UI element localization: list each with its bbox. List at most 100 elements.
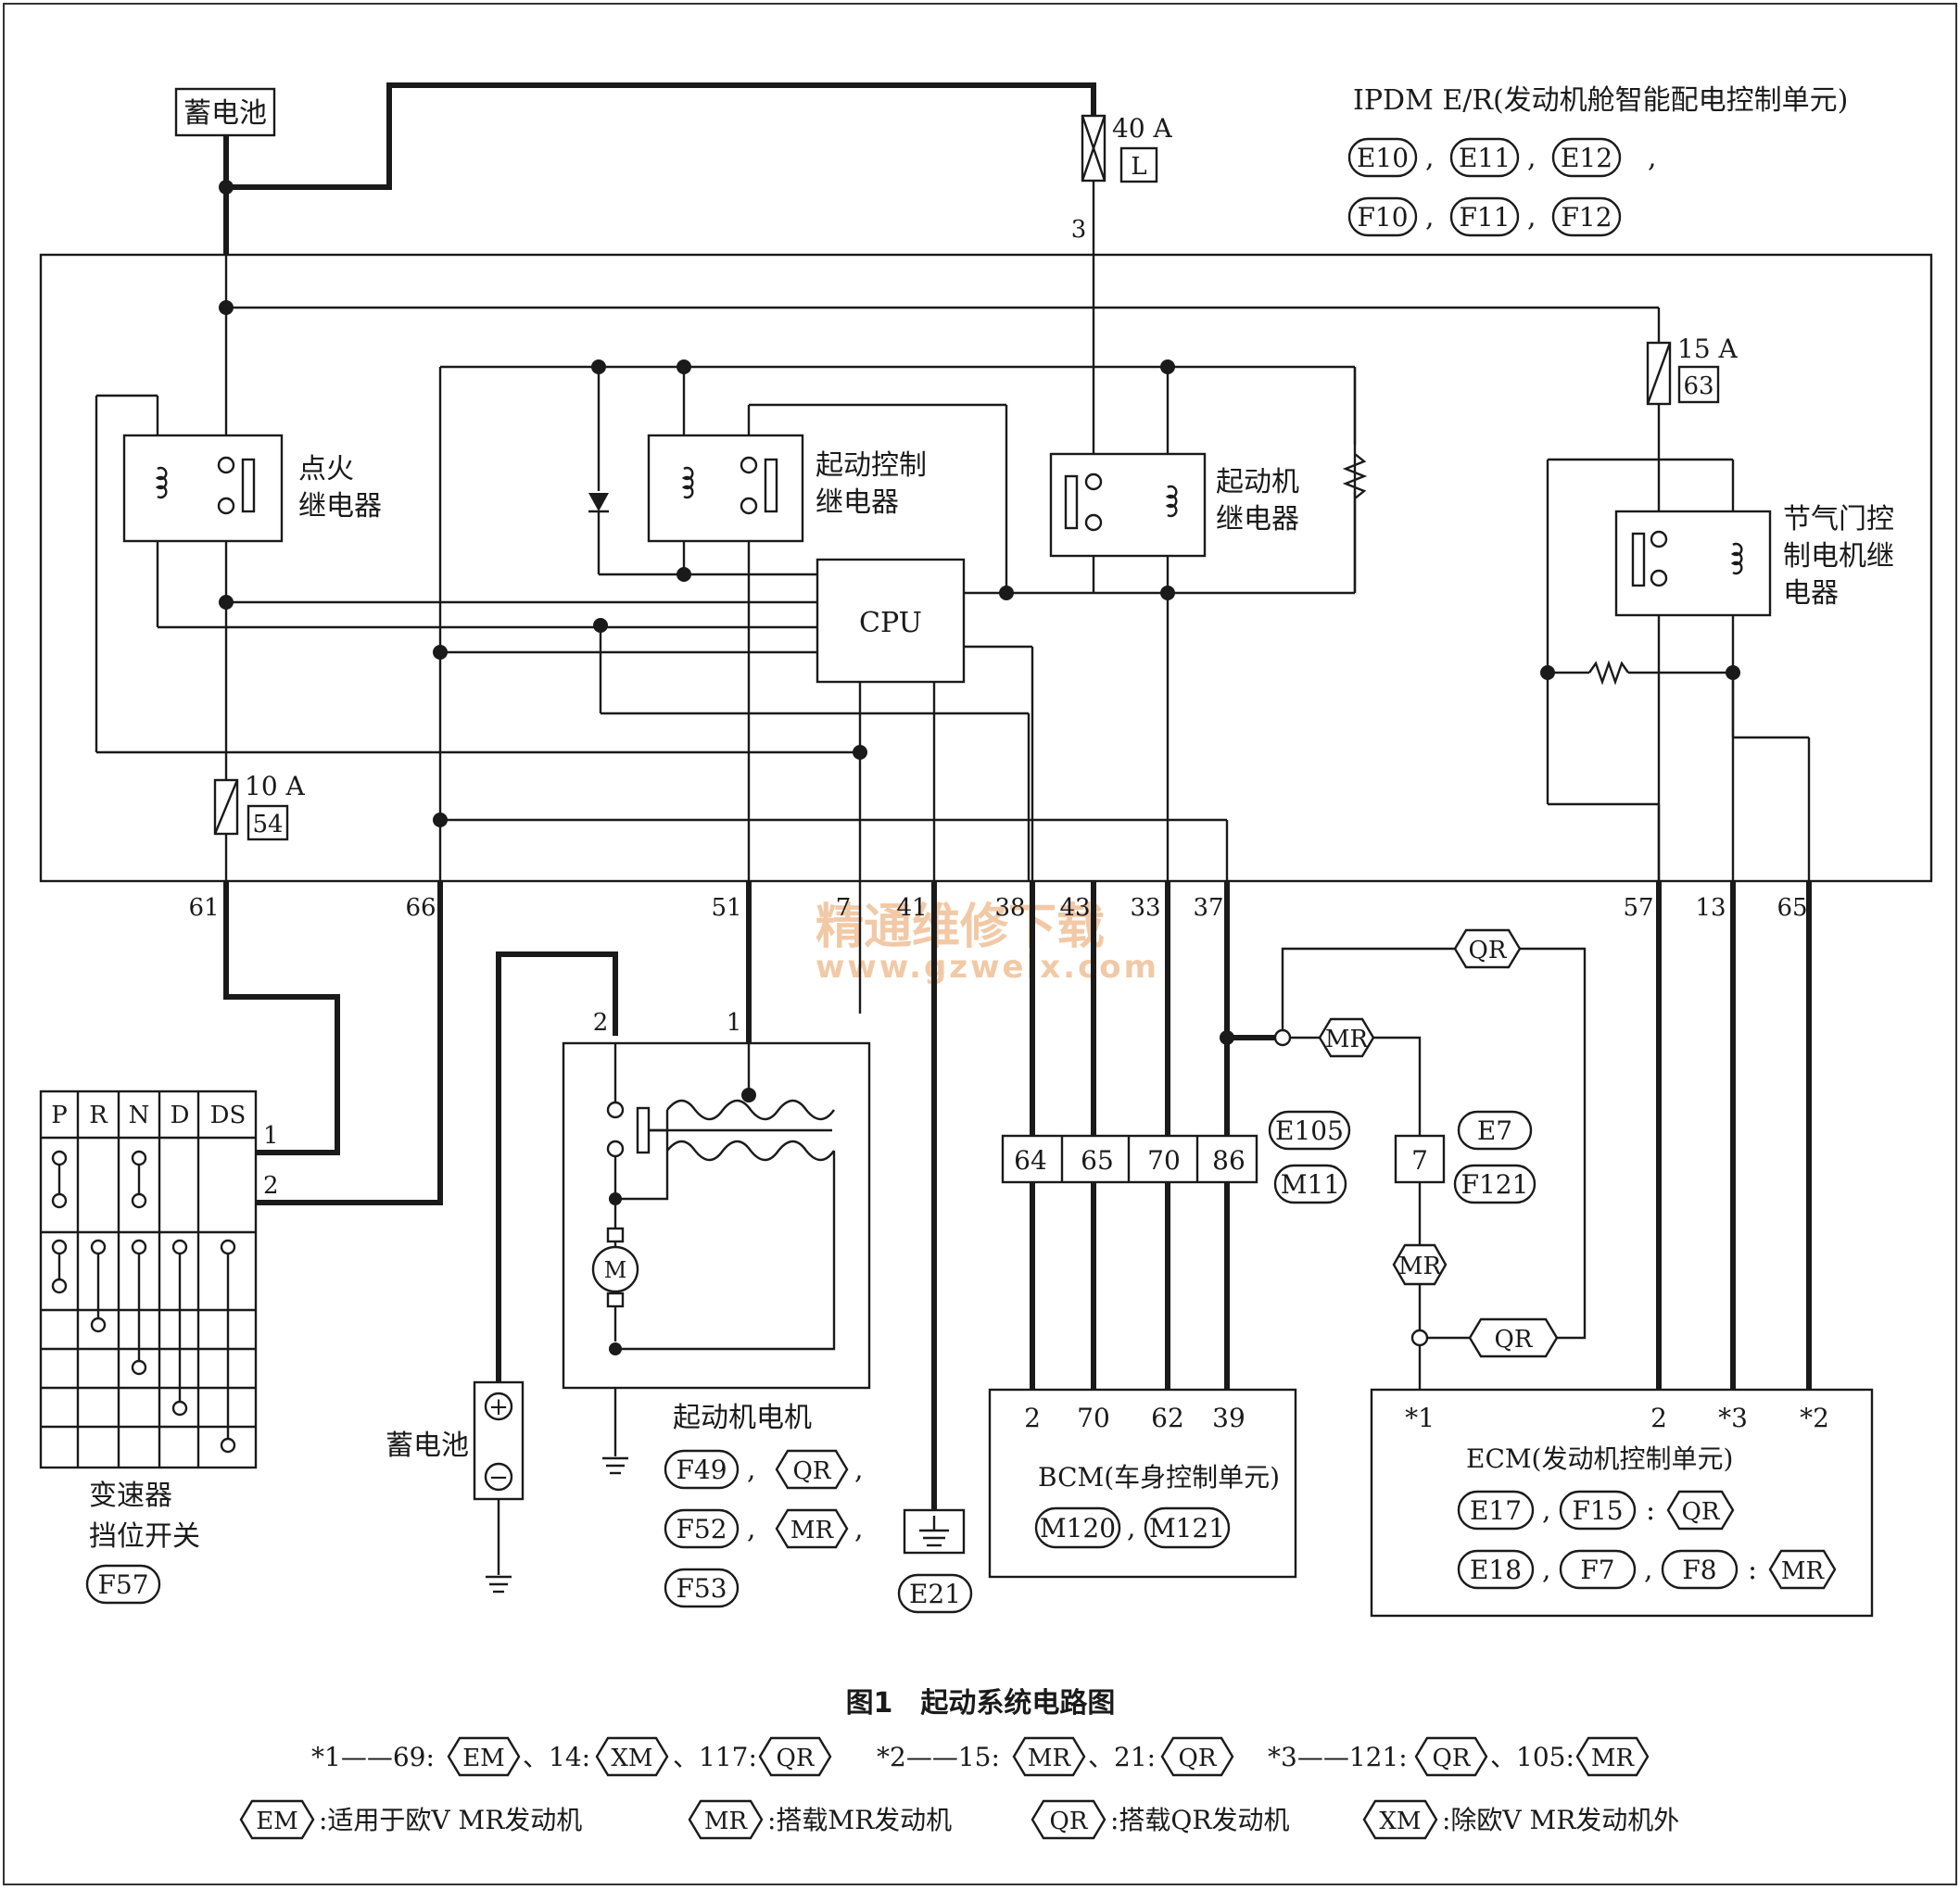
joint-connector: QR MR 7 E7 F121 MR QR	[1318, 928, 1559, 1358]
connector-badge	[1449, 137, 1520, 178]
connector-label: E12	[1561, 143, 1612, 173]
connector-label: E10	[1357, 143, 1409, 173]
connector-label: F15	[1572, 1495, 1623, 1526]
tag-label: XM	[1379, 1808, 1421, 1835]
gear-label: R	[89, 1102, 108, 1129]
motor-icon	[591, 1245, 639, 1293]
connector-label: F121	[1461, 1169, 1529, 1200]
pin-label: 62	[1151, 1403, 1184, 1433]
battery-top-box	[174, 87, 276, 137]
ipdm-connectors: E10 , E11 , E12 , F10 , F11 , F12	[1347, 137, 1657, 237]
separator: ,	[1648, 142, 1657, 174]
connector-badge	[85, 1564, 161, 1605]
cpu-label: CPU	[859, 607, 922, 639]
svg-text:,: ,	[747, 1454, 756, 1486]
footnote-text: *1——69:	[311, 1742, 435, 1772]
tag-label: MR	[1028, 1745, 1072, 1772]
fuse-40a: 40 A L	[1081, 113, 1173, 183]
ground-e21: E21	[897, 1508, 973, 1614]
connector-label: M121	[1149, 1513, 1225, 1544]
tag-label: QR	[1469, 937, 1508, 964]
fuse-id: L	[1131, 153, 1146, 181]
tag-label: MR	[1398, 1253, 1443, 1280]
connector-label: E21	[909, 1579, 961, 1609]
connector-label: F12	[1561, 202, 1612, 233]
pin-label: 70	[1077, 1403, 1110, 1433]
tag-badge	[1453, 928, 1522, 969]
connector-badge	[1551, 196, 1622, 237]
ipdm-pin-labels: 61 66 51 7 41 38 43 33 37 57 13 65	[188, 894, 1807, 922]
pin-label: *2	[1800, 1403, 1829, 1433]
svg-text:,: ,	[747, 1513, 756, 1545]
tag-label: QR	[1433, 1745, 1472, 1772]
pin-label: 13	[1695, 894, 1726, 922]
transmission-switch-label-1: 变速器	[89, 1480, 172, 1512]
fuse-10a: 10 A 54	[213, 771, 306, 841]
battery-bottom-label: 蓄电池	[386, 1430, 469, 1462]
svg-text:,: ,	[1542, 1554, 1551, 1586]
connector-label: E18	[1470, 1555, 1522, 1585]
battery-minus-icon: −	[488, 1464, 509, 1492]
tag-label: QR	[1050, 1808, 1089, 1835]
tag-label: QR	[1495, 1326, 1534, 1354]
pin-label: 66	[405, 894, 436, 922]
tag-badge	[1468, 1317, 1559, 1358]
armature-icon	[764, 458, 778, 513]
contact-icon	[1084, 472, 1103, 491]
switch-pin-2: 2	[263, 1172, 279, 1200]
connector-badge	[1449, 196, 1520, 237]
connector-label: F7	[1580, 1555, 1614, 1585]
contact-icon	[1084, 513, 1103, 532]
pin-label: 3	[1071, 216, 1087, 244]
throttle-relay-label-2: 制电机继	[1783, 540, 1894, 573]
footnotes: *1——69: EM 、14: XM 、117: QR *2——15: MR 、…	[311, 1736, 1650, 1777]
battery-top-label: 蓄电池	[183, 97, 267, 130]
pin-label: 7	[1411, 1145, 1428, 1176]
start-control-relay-label-2: 继电器	[816, 486, 899, 519]
svg-text:,: ,	[1127, 1512, 1136, 1544]
tag-badge	[1318, 1017, 1375, 1058]
resistor-icon	[1588, 660, 1629, 686]
legend-text: :搭载QR发动机	[1110, 1805, 1289, 1835]
pin-label: 65	[1081, 1145, 1114, 1176]
gear-label: N	[129, 1102, 150, 1129]
ignition-relay	[122, 434, 284, 543]
connector-label: E11	[1459, 143, 1511, 173]
tag-badge	[1768, 1549, 1837, 1590]
ignition-relay-label-1: 点火	[298, 453, 354, 485]
svg-text::: :	[1646, 1494, 1655, 1527]
svg-text:,: ,	[854, 1454, 864, 1486]
contact-icon	[1650, 569, 1668, 587]
connector-label: F57	[97, 1569, 148, 1600]
ipdm-internal-wiring	[95, 255, 1811, 881]
throttle-relay-label-3: 电器	[1783, 577, 1839, 610]
svg-text::: :	[1748, 1554, 1757, 1586]
legend-text: :除欧V MR发动机外	[1442, 1805, 1679, 1835]
watermark-url: www.gzweix.com	[816, 949, 1159, 986]
bcm-block: 2 70 62 39 BCM(车身控制单元) M120 , M121	[988, 1388, 1297, 1579]
pin-label: 57	[1623, 894, 1653, 922]
external-wiring	[223, 881, 1812, 1510]
battery-plus-icon: +	[488, 1393, 509, 1421]
contact-icon	[217, 497, 235, 515]
pin-label: 86	[1212, 1145, 1246, 1176]
coil-icon	[681, 466, 694, 499]
fuse-15a: 15 A 63	[1646, 334, 1739, 406]
legend-text: :适用于欧V MR发动机	[319, 1805, 582, 1835]
bcm-label: BCM(车身控制单元)	[1038, 1462, 1280, 1493]
start-control-relay	[647, 434, 804, 543]
svg-text:,: ,	[1644, 1554, 1653, 1586]
start-control-relay-label-1: 起动控制	[816, 449, 927, 482]
pin-label: 64	[1014, 1145, 1047, 1176]
gear-label: D	[171, 1102, 190, 1129]
switch-pin-1: 1	[263, 1122, 279, 1150]
separator: ,	[1527, 201, 1536, 233]
legend-text: :搭载MR发动机	[767, 1805, 952, 1835]
junction-dot	[219, 180, 234, 195]
starter-motor-label: 起动机电机	[673, 1402, 812, 1434]
tag-label: MR	[704, 1808, 749, 1835]
ipdm-title: IPDM E/R(发动机舱智能配电控制单元)	[1353, 84, 1848, 117]
pin-label: 2	[1650, 1403, 1667, 1433]
ipdm-block	[39, 253, 1933, 883]
fuse-id: 63	[1683, 372, 1713, 400]
